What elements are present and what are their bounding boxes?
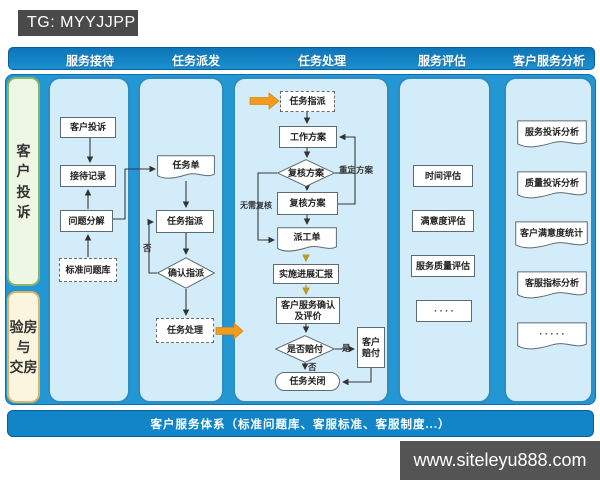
node-compensation-decision: 是否赔付: [275, 335, 335, 363]
node-time-evaluation: 时间评估: [413, 165, 473, 187]
node-label: 确认指派: [167, 267, 204, 278]
node-work-plan: 工作方案: [279, 126, 337, 148]
lane-header-dispatch: 任务派发: [171, 54, 221, 68]
node-task-assignment: 任务指派: [156, 210, 214, 233]
node-label: 客服指标分析: [524, 277, 579, 288]
node-label: 服务投诉分析: [524, 126, 579, 137]
node-work-order: 派工单: [277, 227, 337, 254]
sidebar-inspection-handover: 验房 与 交房: [7, 291, 40, 403]
node-satisfaction-evaluation: 满意度评估: [412, 210, 474, 232]
edge-label-no-review: 无需复核: [240, 201, 272, 210]
lane-evaluation: [398, 77, 491, 403]
node-review-plan: 复核方案: [277, 192, 338, 215]
node-more-evaluations: · · · ·: [416, 300, 472, 322]
node-service-complaint-analysis: 服务投诉分析: [517, 120, 587, 150]
node-task-assignment-dashed: 任务指派: [280, 91, 335, 112]
node-progress-report: 实施进展汇报: [273, 264, 339, 284]
node-task-processing-dashed: 任务处理: [156, 318, 214, 343]
lane-header-evaluation: 服务评估: [417, 54, 467, 68]
node-label: 客户满意度统计: [519, 227, 583, 238]
node-customer-compensation: 客户 赔付: [357, 327, 385, 368]
node-quality-complaint-analysis: 质量投诉分析: [517, 171, 587, 201]
node-task-close: 任务关闭: [275, 372, 340, 391]
node-more-analysis: · · · · ·: [517, 322, 587, 352]
node-reception-record: 接待记录: [60, 165, 116, 187]
node-label: 复核方案: [287, 167, 324, 178]
node-problem-breakdown: 问题分解: [60, 210, 113, 232]
node-service-quality-evaluation: 服务质量评估: [411, 255, 475, 277]
sidebar-customer-complaint: 客 户 投 诉: [7, 77, 40, 286]
node-customer-complaint: 客户投诉: [60, 117, 116, 138]
header-bar: [8, 47, 595, 70]
node-label: 任务单: [172, 159, 200, 170]
node-service-indicator-analysis: 客服指标分析: [517, 271, 587, 301]
edge-label-redefine-plan: 重定方案: [339, 165, 374, 175]
node-task-sheet: 任务单: [157, 155, 215, 181]
node-label: 派工单: [293, 232, 321, 243]
node-label: 质量投诉分析: [524, 177, 579, 188]
node-label: · · · · ·: [539, 328, 565, 339]
footer-bar: 客户服务体系（标准问题库、客服标准、客服制度...）: [7, 410, 594, 437]
node-customer-confirm-evaluate: 客户服务确认 及评价: [276, 297, 340, 324]
edge-label-no-dispatch: 否: [143, 243, 152, 253]
edge-label-pay-no: 否: [308, 362, 317, 372]
node-label: 是否赔付: [286, 343, 323, 354]
node-standard-problem-library: 标准问题库: [59, 258, 117, 282]
watermark-top: TG: MYYJJPP: [18, 10, 138, 36]
lane-header-processing: 任务处理: [297, 54, 347, 68]
lane-header-reception: 服务接待: [65, 54, 115, 68]
node-confirm-assignment-decision: 确认指派: [157, 257, 215, 289]
node-review-plan-decision: 复核方案: [277, 159, 335, 187]
lane-dispatch: [138, 77, 224, 403]
lane-header-analysis: 客户服务分析: [512, 54, 586, 68]
node-customer-satisfaction-stats: 客户满意度统计: [515, 221, 588, 251]
watermark-bottom: www.siteleyu888.com: [400, 441, 600, 480]
edge-label-pay-yes: 是: [342, 343, 351, 353]
